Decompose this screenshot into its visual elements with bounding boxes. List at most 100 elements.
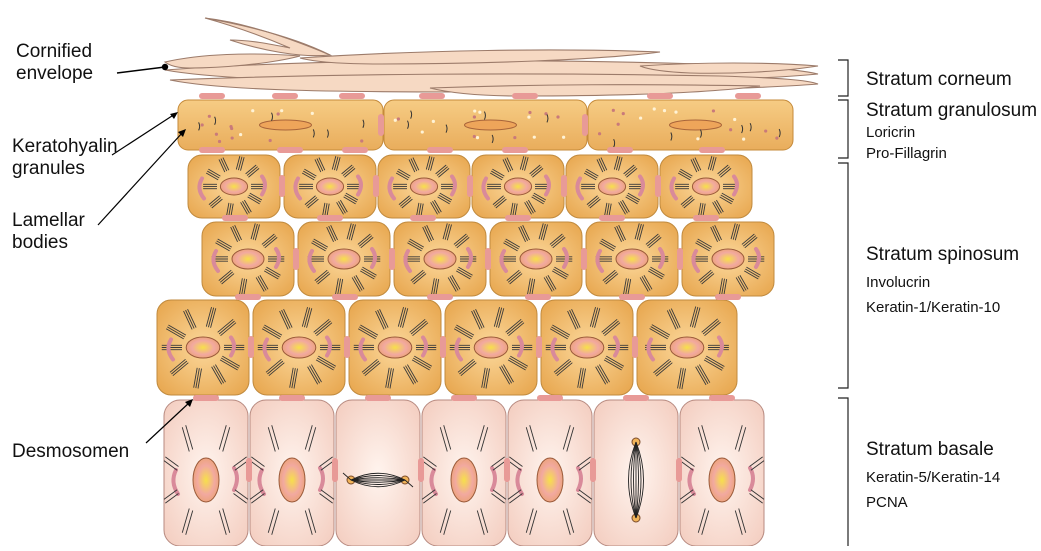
keratohyalin-granule <box>476 136 479 139</box>
desmosome <box>451 395 477 401</box>
desmosome <box>410 215 436 221</box>
keratohyalin-granule <box>729 128 732 131</box>
keratohyalin-pointer-arrow <box>170 112 178 119</box>
keratohyalin-granule <box>663 109 666 112</box>
nucleus <box>424 249 456 269</box>
layer-bracket <box>838 163 848 388</box>
desmosome <box>389 248 395 270</box>
desmosome <box>504 458 510 482</box>
granular-nucleus <box>670 120 722 130</box>
nucleus <box>316 178 343 195</box>
desmosome <box>279 175 285 197</box>
nucleus <box>709 458 735 502</box>
keratohyalin-pointer <box>112 114 175 155</box>
keratohyalin-granule <box>696 137 699 140</box>
stratum-spinosum-marker: Keratin-1/Keratin-10 <box>866 299 1019 317</box>
keratohyalin-granule <box>432 120 435 123</box>
stratum-granulosum-marker: Loricrin <box>866 124 1037 142</box>
desmosome <box>199 93 225 99</box>
desmosome <box>619 294 645 300</box>
desmosome <box>373 175 379 197</box>
nucleus <box>378 337 412 358</box>
stratum-corneum-flakes <box>165 18 818 96</box>
keratohyalin-granule <box>360 139 363 142</box>
desmosome <box>193 395 219 401</box>
stratum-granulosum-marker: Pro-Fillagrin <box>866 145 1037 163</box>
keratohyalin-granule <box>473 109 476 112</box>
nucleus <box>537 458 563 502</box>
corneum-flake <box>430 85 760 96</box>
keratohyalin-granule <box>208 115 211 118</box>
stratum-granulosum-name: Stratum granulosum <box>866 100 1037 122</box>
desmosome <box>623 395 649 401</box>
layer-bracket <box>838 100 848 158</box>
desmosome <box>699 147 725 153</box>
lamellar-label-line1: Lamellar <box>12 210 85 232</box>
stratum-basale-marker: Keratin-5/Keratin-14 <box>866 469 1000 487</box>
desmosome <box>502 147 528 153</box>
keratohyalin-granule <box>617 123 620 126</box>
desmosome <box>339 93 365 99</box>
keratohyalin-granule <box>421 130 424 133</box>
desmosome <box>199 147 225 153</box>
nucleus <box>193 458 219 502</box>
stratum-basale-label: Stratum basale Keratin-5/Keratin-14 PCNA <box>866 439 1000 512</box>
keratohyalin-granule <box>527 115 530 118</box>
desmosome <box>332 294 358 300</box>
desmosome <box>418 458 424 482</box>
keratohyalin-granule <box>277 112 280 115</box>
nucleus <box>712 249 744 269</box>
nucleus <box>220 178 247 195</box>
keratohyalin-granule <box>473 115 476 118</box>
keratohyalin-granule <box>674 110 677 113</box>
stratum-basale-cells <box>164 395 764 546</box>
keratohyalin-granule <box>556 115 559 118</box>
keratohyalin-granules-label: Keratohyalin granules <box>12 136 118 181</box>
stratum-spinosum-marker: Involucrin <box>866 274 1019 292</box>
stratum-spinosum-name: Stratum spinosum <box>866 244 1019 266</box>
keratohyalin-granule <box>562 136 565 139</box>
desmosome <box>277 147 303 153</box>
nucleus <box>279 458 305 502</box>
cornified-envelope-pointer <box>117 67 165 73</box>
desmosome <box>365 395 391 401</box>
stratum-spinosum-label: Stratum spinosum Involucrin Keratin-1/Ke… <box>866 244 1019 317</box>
desmosome <box>272 93 298 99</box>
nucleus <box>232 249 264 269</box>
desmosome <box>246 458 252 482</box>
desmosome <box>735 93 761 99</box>
nucleus <box>520 249 552 269</box>
desmosome <box>647 93 673 99</box>
cornified-envelope-pointer-dot <box>162 64 168 70</box>
keratohyalin-granule <box>473 135 476 138</box>
lamellar-label-line2: bodies <box>12 232 85 254</box>
keratohyalin-granule <box>712 109 715 112</box>
keratohyalin-granule <box>528 111 531 114</box>
nucleus <box>504 178 531 195</box>
keratohyalin-granule <box>612 109 615 112</box>
keratohyalin-granule <box>215 133 218 136</box>
keratohyalin-granule <box>269 139 272 142</box>
nucleus <box>186 337 220 358</box>
desmosome <box>248 336 254 358</box>
keratohyalin-granule <box>478 111 481 114</box>
nucleus <box>451 458 477 502</box>
keratohyalin-granule <box>653 107 656 110</box>
desmosome <box>715 294 741 300</box>
stratum-corneum-name: Stratum corneum <box>866 69 1012 91</box>
desmosome <box>485 248 491 270</box>
desmosome <box>378 114 384 136</box>
desmosome <box>582 114 588 136</box>
desmosome <box>440 336 446 358</box>
granular-nucleus <box>465 120 517 130</box>
lamellar-bodies-label: Lamellar bodies <box>12 210 85 255</box>
corneum-flake <box>205 18 330 56</box>
nucleus <box>282 337 316 358</box>
layer-bracket <box>838 398 848 546</box>
nucleus <box>570 337 604 358</box>
keratohyalin-label-line1: Keratohyalin <box>12 136 118 158</box>
keratohyalin-granule <box>201 123 204 126</box>
keratohyalin-granule <box>394 119 397 122</box>
desmosome <box>419 93 445 99</box>
layer-brackets <box>838 60 848 546</box>
